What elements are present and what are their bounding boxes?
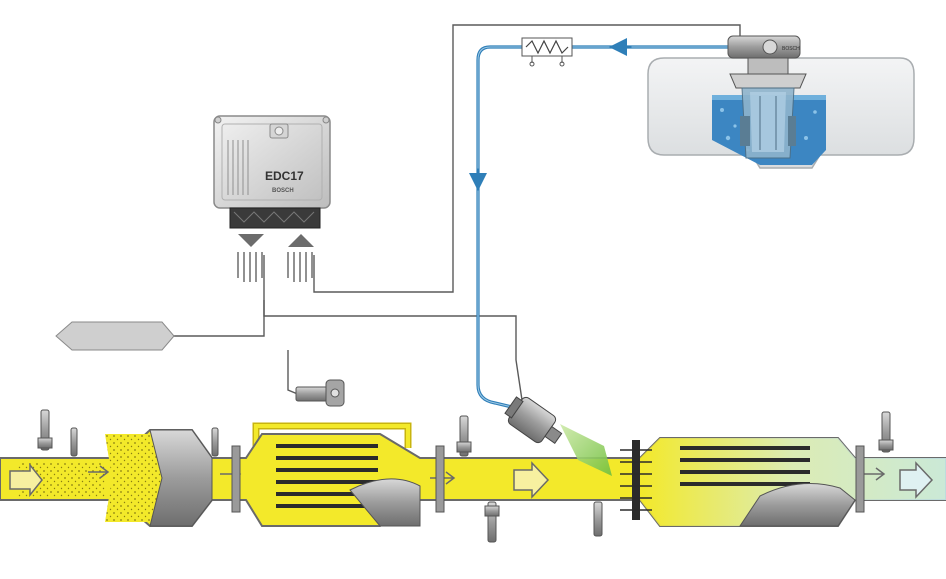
sensor-icon [70, 427, 78, 457]
particulate-filter-icon [276, 444, 421, 527]
indicator-arrow-icon [55, 321, 175, 351]
fluid-line [469, 38, 732, 409]
ecu-icon: EDC17 BOSCH [213, 115, 331, 229]
filter-icon [521, 37, 573, 67]
sensor-icon [484, 501, 500, 543]
svg-text:BOSCH: BOSCH [782, 46, 800, 52]
ecu-brand: BOSCH [272, 188, 294, 194]
ecu-label: EDC17 [265, 169, 304, 183]
sensor-icon [878, 411, 894, 453]
sensor-icons [37, 409, 894, 543]
dosing-valve-icon [504, 396, 612, 476]
sensor-icon [456, 415, 472, 457]
ecu-to-pump-line [313, 24, 741, 293]
wiring-harness [165, 24, 741, 401]
sensor-icon [593, 501, 603, 537]
pipe-flanges [231, 445, 865, 513]
scr-catalyst-icon [680, 446, 856, 527]
sensor-icon [211, 427, 219, 457]
sensor-icon [37, 409, 53, 451]
ecu-output-arrow-icon [237, 234, 264, 282]
ecu-input-arrow-icon [287, 234, 314, 282]
pump-module-icon: BOSCH [727, 35, 807, 159]
oxidation-catalyst-icon [105, 429, 213, 527]
mixer-icon [620, 440, 652, 520]
ecu-output-line [263, 255, 523, 401]
ecu-to-indicator-line [165, 300, 265, 337]
temperature-sensor-icon [295, 379, 345, 407]
